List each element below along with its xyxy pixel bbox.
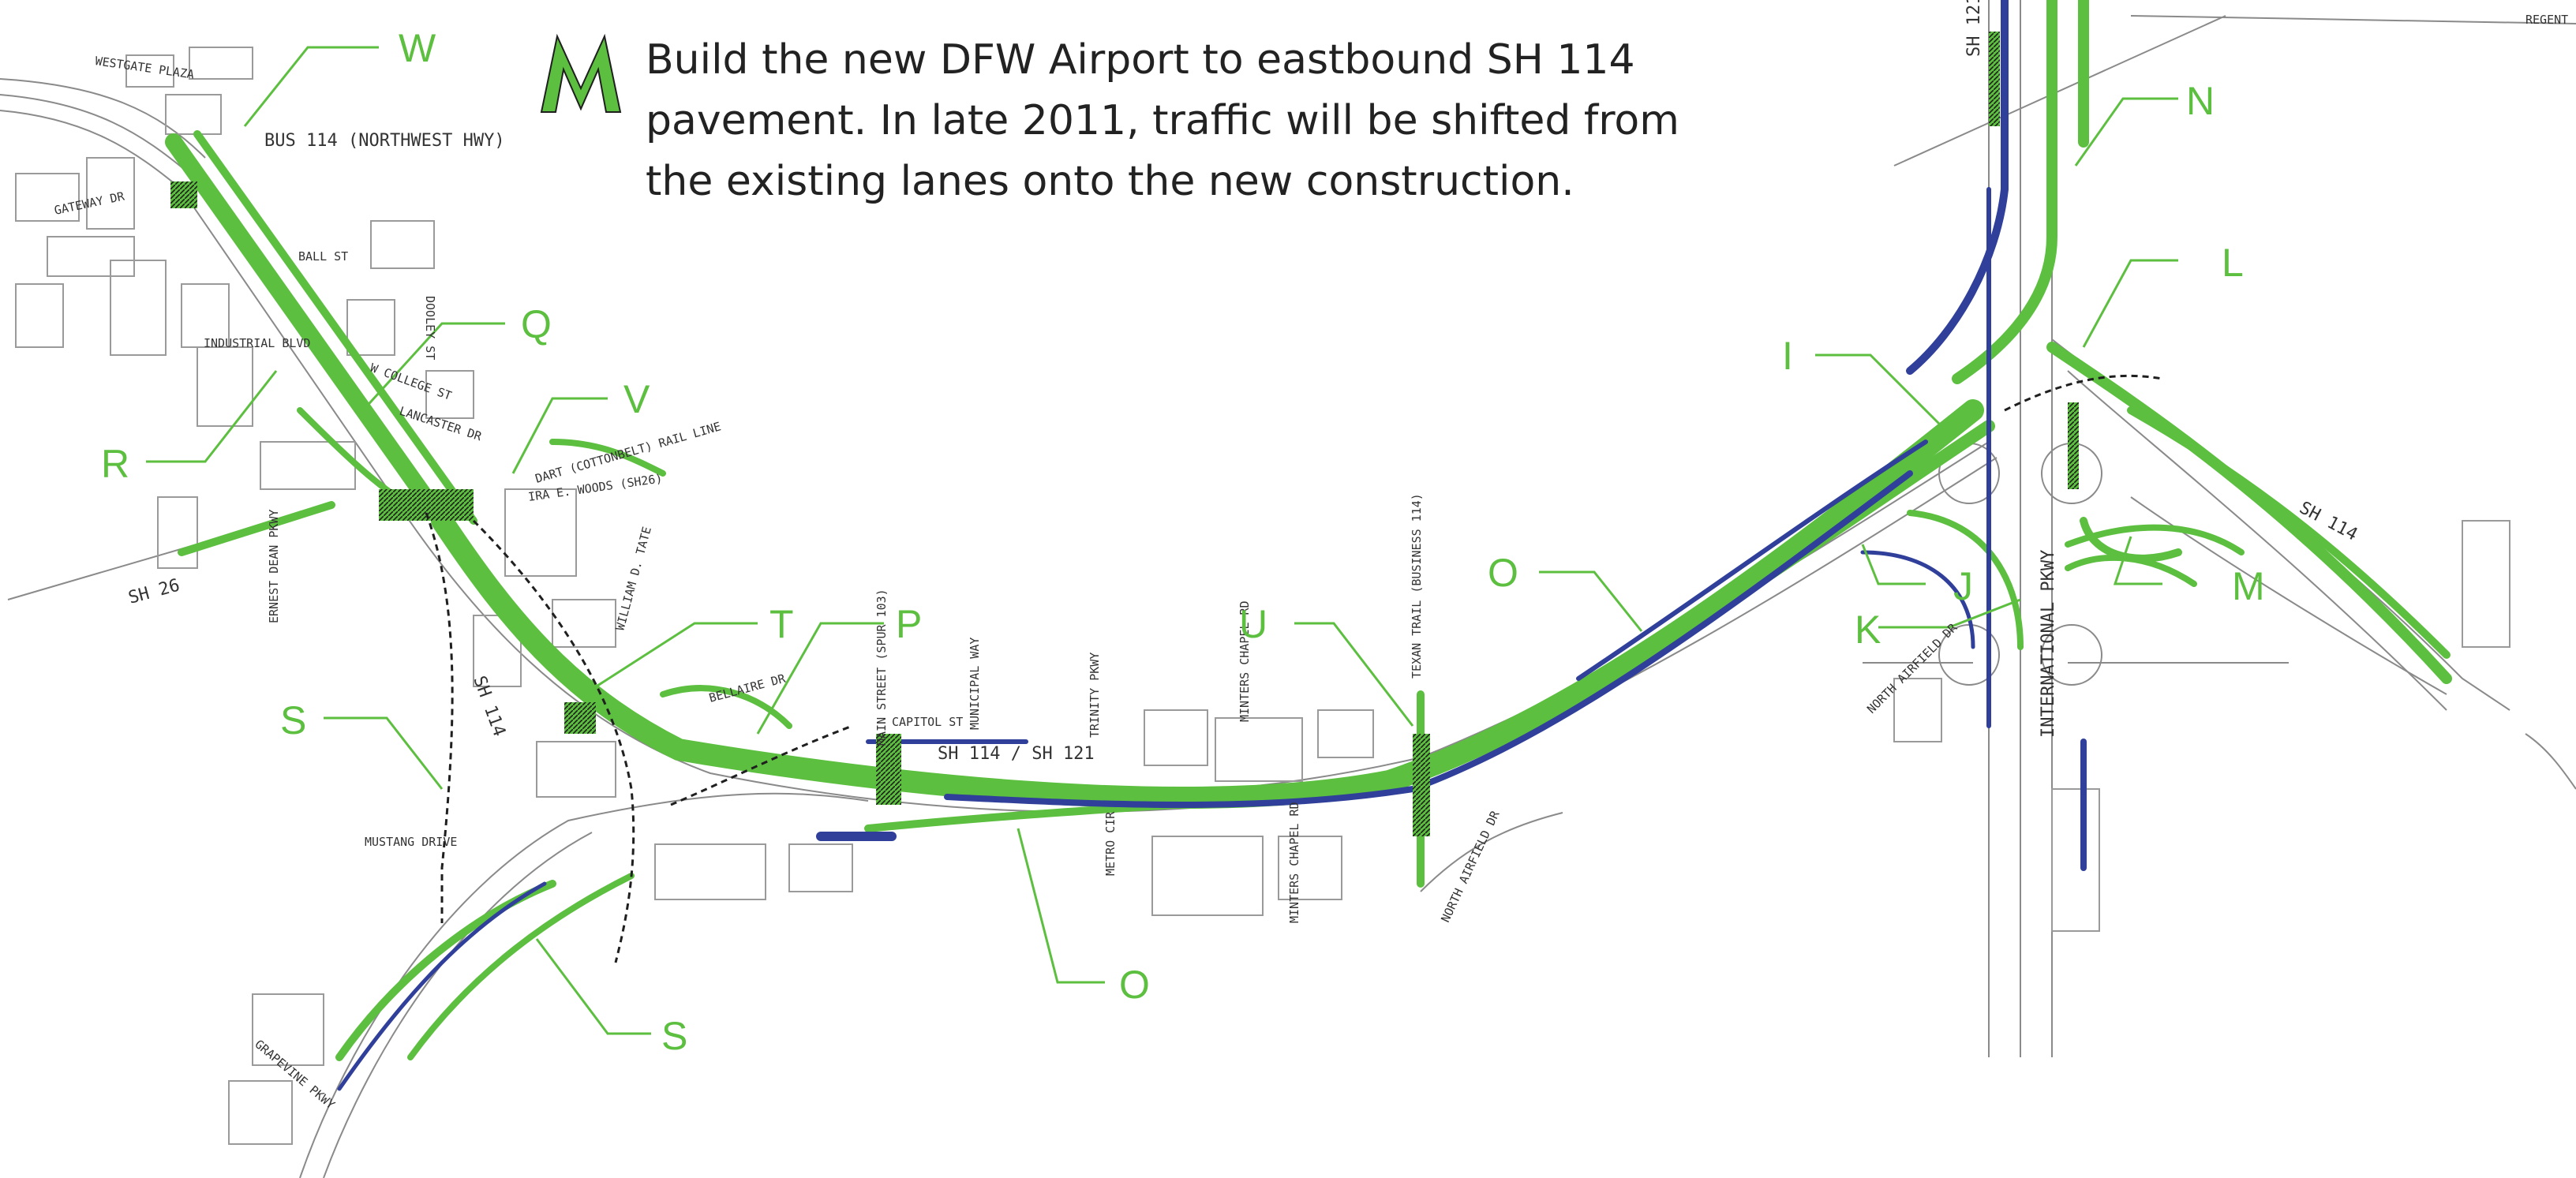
street-label-minters-top: MINTERS CHAPEL RD — [1237, 600, 1252, 722]
street-label-bus114: BUS 114 (NORTHWEST HWY) — [264, 131, 505, 151]
street-label-metro: METRO CIR — [1103, 811, 1118, 876]
street-label-dooley: DOOLEY ST — [423, 296, 437, 360]
street-label-ernest: ERNEST DEAN PKWY — [267, 510, 281, 624]
step-letter-m — [540, 33, 622, 113]
street-label-westgate: WESTGATE PLAZA — [94, 54, 195, 81]
callout-q: Q — [521, 302, 552, 346]
street-label-mustang: MUSTANG DRIVE — [365, 835, 457, 849]
callout-s-bottom: S — [661, 1014, 687, 1058]
street-label-sh26: SH 26 — [126, 576, 182, 608]
street-label-texantrail: TEXAN TRAIL (BUSINESS 114) — [1410, 493, 1424, 679]
street-label-municipal: MUNICIPAL WAY — [968, 638, 982, 730]
callout-o-bottom: O — [1119, 963, 1150, 1007]
street-label-sh114mid: SH 114 / SH 121 — [938, 744, 1095, 764]
callout-j: J — [1953, 564, 1973, 608]
callout-r: R — [101, 442, 129, 486]
callout-p: P — [896, 602, 922, 646]
street-label-industrial: INDUSTRIAL BLVD — [204, 336, 310, 350]
hatched-areas — [170, 32, 2079, 836]
street-label-capitol: CAPITOL ST — [892, 715, 963, 729]
street-label-williamdtate: WILLIAM D. TATE — [612, 525, 653, 633]
callout-u: U — [1239, 602, 1267, 646]
street-label-gateway: GATEWAY DR — [53, 189, 126, 218]
street-label-mainst: MAIN STREET (SPUR 103) — [874, 589, 889, 746]
description-line-2: pavement. In late 2011, traffic will be … — [646, 97, 1679, 144]
callout-o-top: O — [1488, 551, 1518, 595]
leader-lines — [146, 46, 2178, 1035]
callout-t: T — [769, 602, 794, 646]
callout-n: N — [2186, 79, 2215, 123]
callout-i: I — [1782, 334, 1793, 378]
callout-m: M — [2232, 564, 2265, 608]
street-label-regent: REGENT BLVD — [2525, 13, 2576, 27]
callout-k: K — [1855, 608, 1881, 652]
step-description: Build the new DFW Airport to eastbound S… — [646, 30, 1750, 212]
callout-w: W — [399, 26, 436, 70]
street-label-wall: BALL ST — [298, 249, 348, 264]
callout-l: L — [2222, 241, 2244, 285]
callout-letters: W Q V R T P S S O U O I N L J K M — [101, 26, 2265, 1058]
description-line-3: the existing lanes onto the new construc… — [646, 158, 1574, 205]
dashed-paths — [425, 374, 2163, 963]
callout-s-left: S — [280, 698, 306, 742]
callout-v: V — [623, 377, 650, 421]
street-label-sh114left: SH 114 — [469, 674, 509, 739]
street-label-minters-bottom: MINTERS CHAPEL RD — [1287, 802, 1301, 923]
street-label-sh121: SH 121 — [1964, 0, 1984, 57]
street-label-intl: INTERNATIONAL PKWY — [2039, 550, 2058, 738]
street-label-grapevine: GRAPEVINE PKWY — [252, 1037, 337, 1112]
street-label-trinity: TRINITY PKWY — [1088, 653, 1102, 738]
description-line-1: Build the new DFW Airport to eastbound S… — [646, 36, 1635, 84]
